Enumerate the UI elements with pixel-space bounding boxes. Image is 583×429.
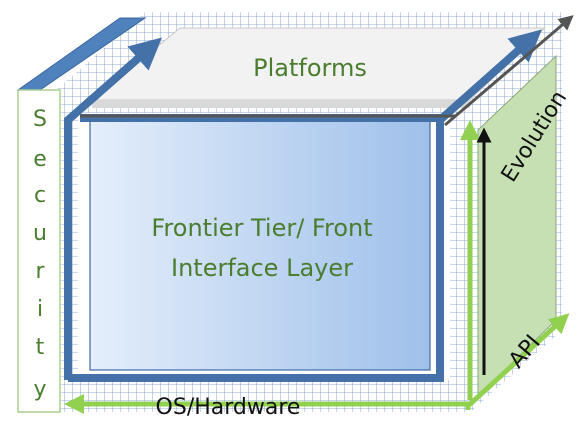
blue-frame-inner: [68, 114, 444, 382]
frontier-tier-label-line1: Frontier Tier/ Front: [151, 214, 372, 242]
platforms-label: Platforms: [253, 54, 367, 82]
os-hardware-label: OS/Hardware: [156, 395, 301, 420]
security-letter: S: [33, 107, 47, 132]
blue-frame: [64, 29, 542, 382]
frontier-tier-label-line2: Interface Layer: [171, 254, 353, 282]
green-arrows: [64, 120, 570, 414]
gray-diagonal-arrow: [444, 15, 574, 127]
platforms-front-edge: [92, 100, 470, 108]
security-bar: [17, 89, 61, 413]
frontier-tier-box: [89, 119, 431, 371]
security-letter: y: [33, 377, 46, 402]
security-letter: i: [37, 297, 43, 322]
blue-frame-right-arrow: [437, 29, 542, 123]
security-letter: r: [35, 259, 45, 284]
security-label: S e c u r i t y: [33, 107, 47, 402]
security-letter: t: [36, 335, 45, 360]
security-letter: u: [33, 221, 47, 246]
api-arrow: [466, 313, 570, 408]
blue-frame-outer: [64, 37, 163, 380]
security-letter: e: [33, 147, 47, 172]
security-letter: c: [34, 183, 46, 208]
